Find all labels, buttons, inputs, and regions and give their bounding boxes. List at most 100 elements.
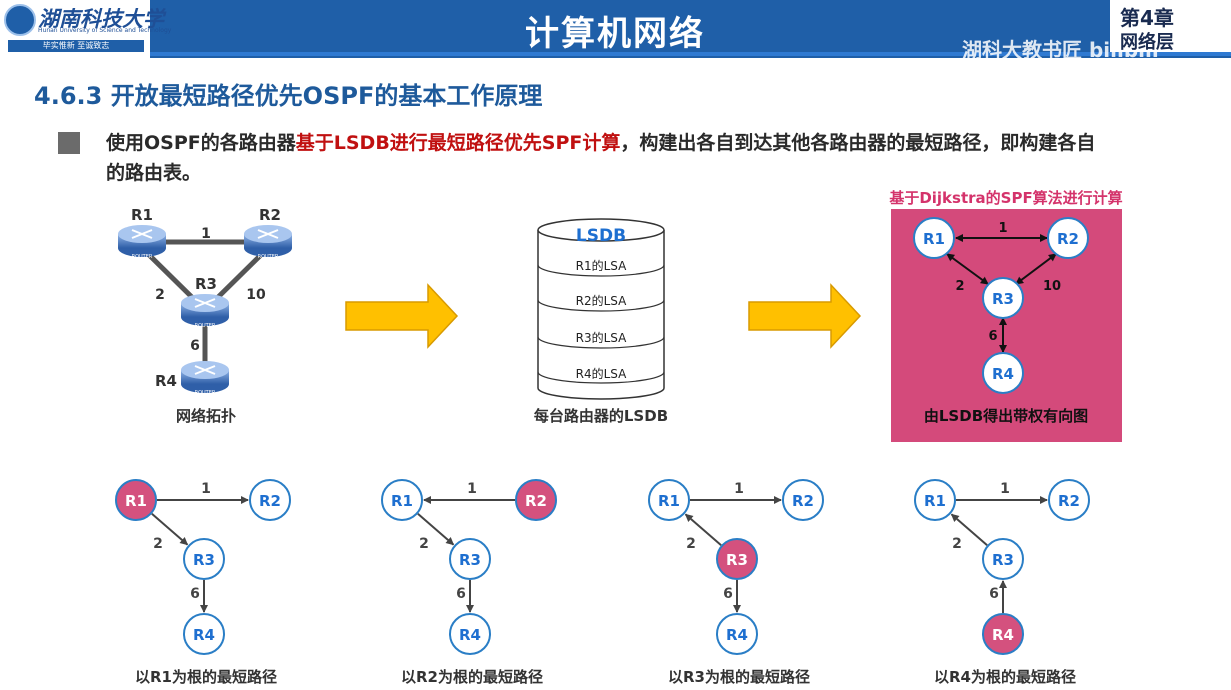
tree-node-label: R2 xyxy=(1058,492,1080,510)
graph-node-label: R3 xyxy=(992,290,1014,308)
tree-caption: 以R2为根的最短路径 xyxy=(401,668,543,686)
chapter-number: 第4章 xyxy=(1120,6,1174,30)
svg-text:ROUTER: ROUTER xyxy=(258,254,279,260)
dijkstra-caption: 由LSDB得出带权有向图 xyxy=(924,407,1088,425)
tree-node xyxy=(183,613,225,655)
header-bar xyxy=(0,0,1231,58)
graph-weight: 1 xyxy=(998,221,1007,236)
chapter-box xyxy=(1110,0,1231,52)
tree-caption: 以R4为根的最短路径 xyxy=(934,668,1076,686)
bullet-prefix: 使用OSPF的各路由器 xyxy=(106,132,296,154)
tree-node xyxy=(449,613,491,655)
bullet-highlight: 基于LSDB进行最短路径优先SPF计算 xyxy=(295,132,621,154)
tree-weight: 6 xyxy=(456,586,466,602)
router-icon: ROUTER xyxy=(181,294,229,329)
bullet-text: 使用OSPF的各路由器基于LSDB进行最短路径优先SPF计算，构建出各自到达其他… xyxy=(106,128,1106,188)
tree-node-label: R4 xyxy=(992,626,1014,644)
lsdb-title: LSDB xyxy=(576,226,626,246)
tree-node xyxy=(249,479,291,521)
lsdb-entry: R2的LSA xyxy=(576,293,627,308)
tree-weight: 2 xyxy=(686,536,696,552)
tree-weight: 1 xyxy=(1000,481,1010,497)
graph-node-r1 xyxy=(913,217,955,259)
graph-node-r4 xyxy=(982,352,1024,394)
router-label-r2: R2 xyxy=(259,206,281,224)
lsdb-caption: 每台路由器的LSDB xyxy=(534,407,668,425)
tree-weight: 6 xyxy=(989,586,999,602)
university-english-name: Hunan University of Science and Technolo… xyxy=(38,27,172,34)
lsdb-entry: R1的LSA xyxy=(576,258,627,273)
bullet-square-icon xyxy=(58,132,80,154)
edge-r1-r3 xyxy=(946,253,989,285)
tree-node xyxy=(381,479,423,521)
tree-node-label: R1 xyxy=(924,492,946,510)
tree-node xyxy=(648,479,690,521)
router-icon: ROUTER xyxy=(244,225,292,260)
tree-node xyxy=(1048,479,1090,521)
router-label-r1: R1 xyxy=(131,206,153,224)
university-seal-icon xyxy=(4,4,36,36)
tree-edge-r3-r1 xyxy=(684,513,722,546)
tree-node-label: R3 xyxy=(726,551,748,569)
router-label-r3: R3 xyxy=(195,275,217,293)
graph-node-label: R1 xyxy=(923,230,945,248)
tree-node-label: R4 xyxy=(459,626,481,644)
tree-node-label: R4 xyxy=(726,626,748,644)
graph-weight: 10 xyxy=(1043,279,1061,294)
tree-edge-r1-r3 xyxy=(151,513,189,546)
tree-node-label: R3 xyxy=(459,551,481,569)
tree-node xyxy=(716,613,758,655)
tree-weight: 2 xyxy=(952,536,962,552)
topology-diagram: ROUTER ROUTER ROUTER ROUTER R1 R2 R3 R4 … xyxy=(118,206,292,425)
header-stripe xyxy=(0,52,1231,56)
topology-caption: 网络拓扑 xyxy=(176,407,236,425)
tree-weight: 2 xyxy=(153,536,163,552)
graph-node-r2 xyxy=(1047,217,1089,259)
graph-node-label: R2 xyxy=(1057,230,1079,248)
tree-node-label: R3 xyxy=(193,551,215,569)
tree-node-label: R1 xyxy=(125,492,147,510)
section-title: 4.6.3 开放最短路径优先OSPF的基本工作原理 xyxy=(34,82,543,110)
tree-weight: 6 xyxy=(190,586,200,602)
cost-r3-r4: 6 xyxy=(190,338,200,354)
tree-node xyxy=(449,538,491,580)
tree-node xyxy=(914,479,956,521)
tree-weight: 1 xyxy=(467,481,477,497)
cost-r2-r3: 10 xyxy=(246,287,266,303)
tree-node-label: R3 xyxy=(992,551,1014,569)
router-icon: ROUTER xyxy=(118,225,166,260)
svg-text:ROUTER: ROUTER xyxy=(132,254,153,260)
university-name: 湖南科技大学 xyxy=(38,6,164,31)
tree-node xyxy=(183,538,225,580)
tree-root-node xyxy=(515,479,557,521)
tree-root-node xyxy=(982,613,1024,655)
tree-weight: 6 xyxy=(723,586,733,602)
graph-weight: 6 xyxy=(988,329,997,344)
tree-node xyxy=(782,479,824,521)
tree-caption: 以R3为根的最短路径 xyxy=(668,668,810,686)
tree-weight: 1 xyxy=(734,481,744,497)
graph-node-label: R4 xyxy=(992,365,1014,383)
router-icon: ROUTER xyxy=(181,361,229,396)
router-label-r4: R4 xyxy=(155,372,177,390)
tree-edge-r1-r3 xyxy=(417,513,455,546)
tree-weight: 2 xyxy=(419,536,429,552)
tree-node xyxy=(982,538,1024,580)
graph-node-r3 xyxy=(982,277,1024,319)
tree-edge-r3-r1 xyxy=(950,513,988,546)
lsdb-entry: R3的LSA xyxy=(576,330,627,345)
tree-caption: 以R1为根的最短路径 xyxy=(135,668,277,686)
svg-text:ROUTER: ROUTER xyxy=(195,390,216,396)
tree-node-label: R4 xyxy=(193,626,215,644)
university-motto: 毕实惟新 至诚致志 xyxy=(8,40,144,52)
svg-text:ROUTER: ROUTER xyxy=(195,323,216,329)
bullet-suffix: ，构建出各自到达其他各路由器的最短路径，即构建各自的路由表。 xyxy=(106,132,1096,184)
tree-weight: 1 xyxy=(201,481,211,497)
dijkstra-graph: R1 R2 R3 R4 1 2 10 6 xyxy=(913,217,1089,394)
